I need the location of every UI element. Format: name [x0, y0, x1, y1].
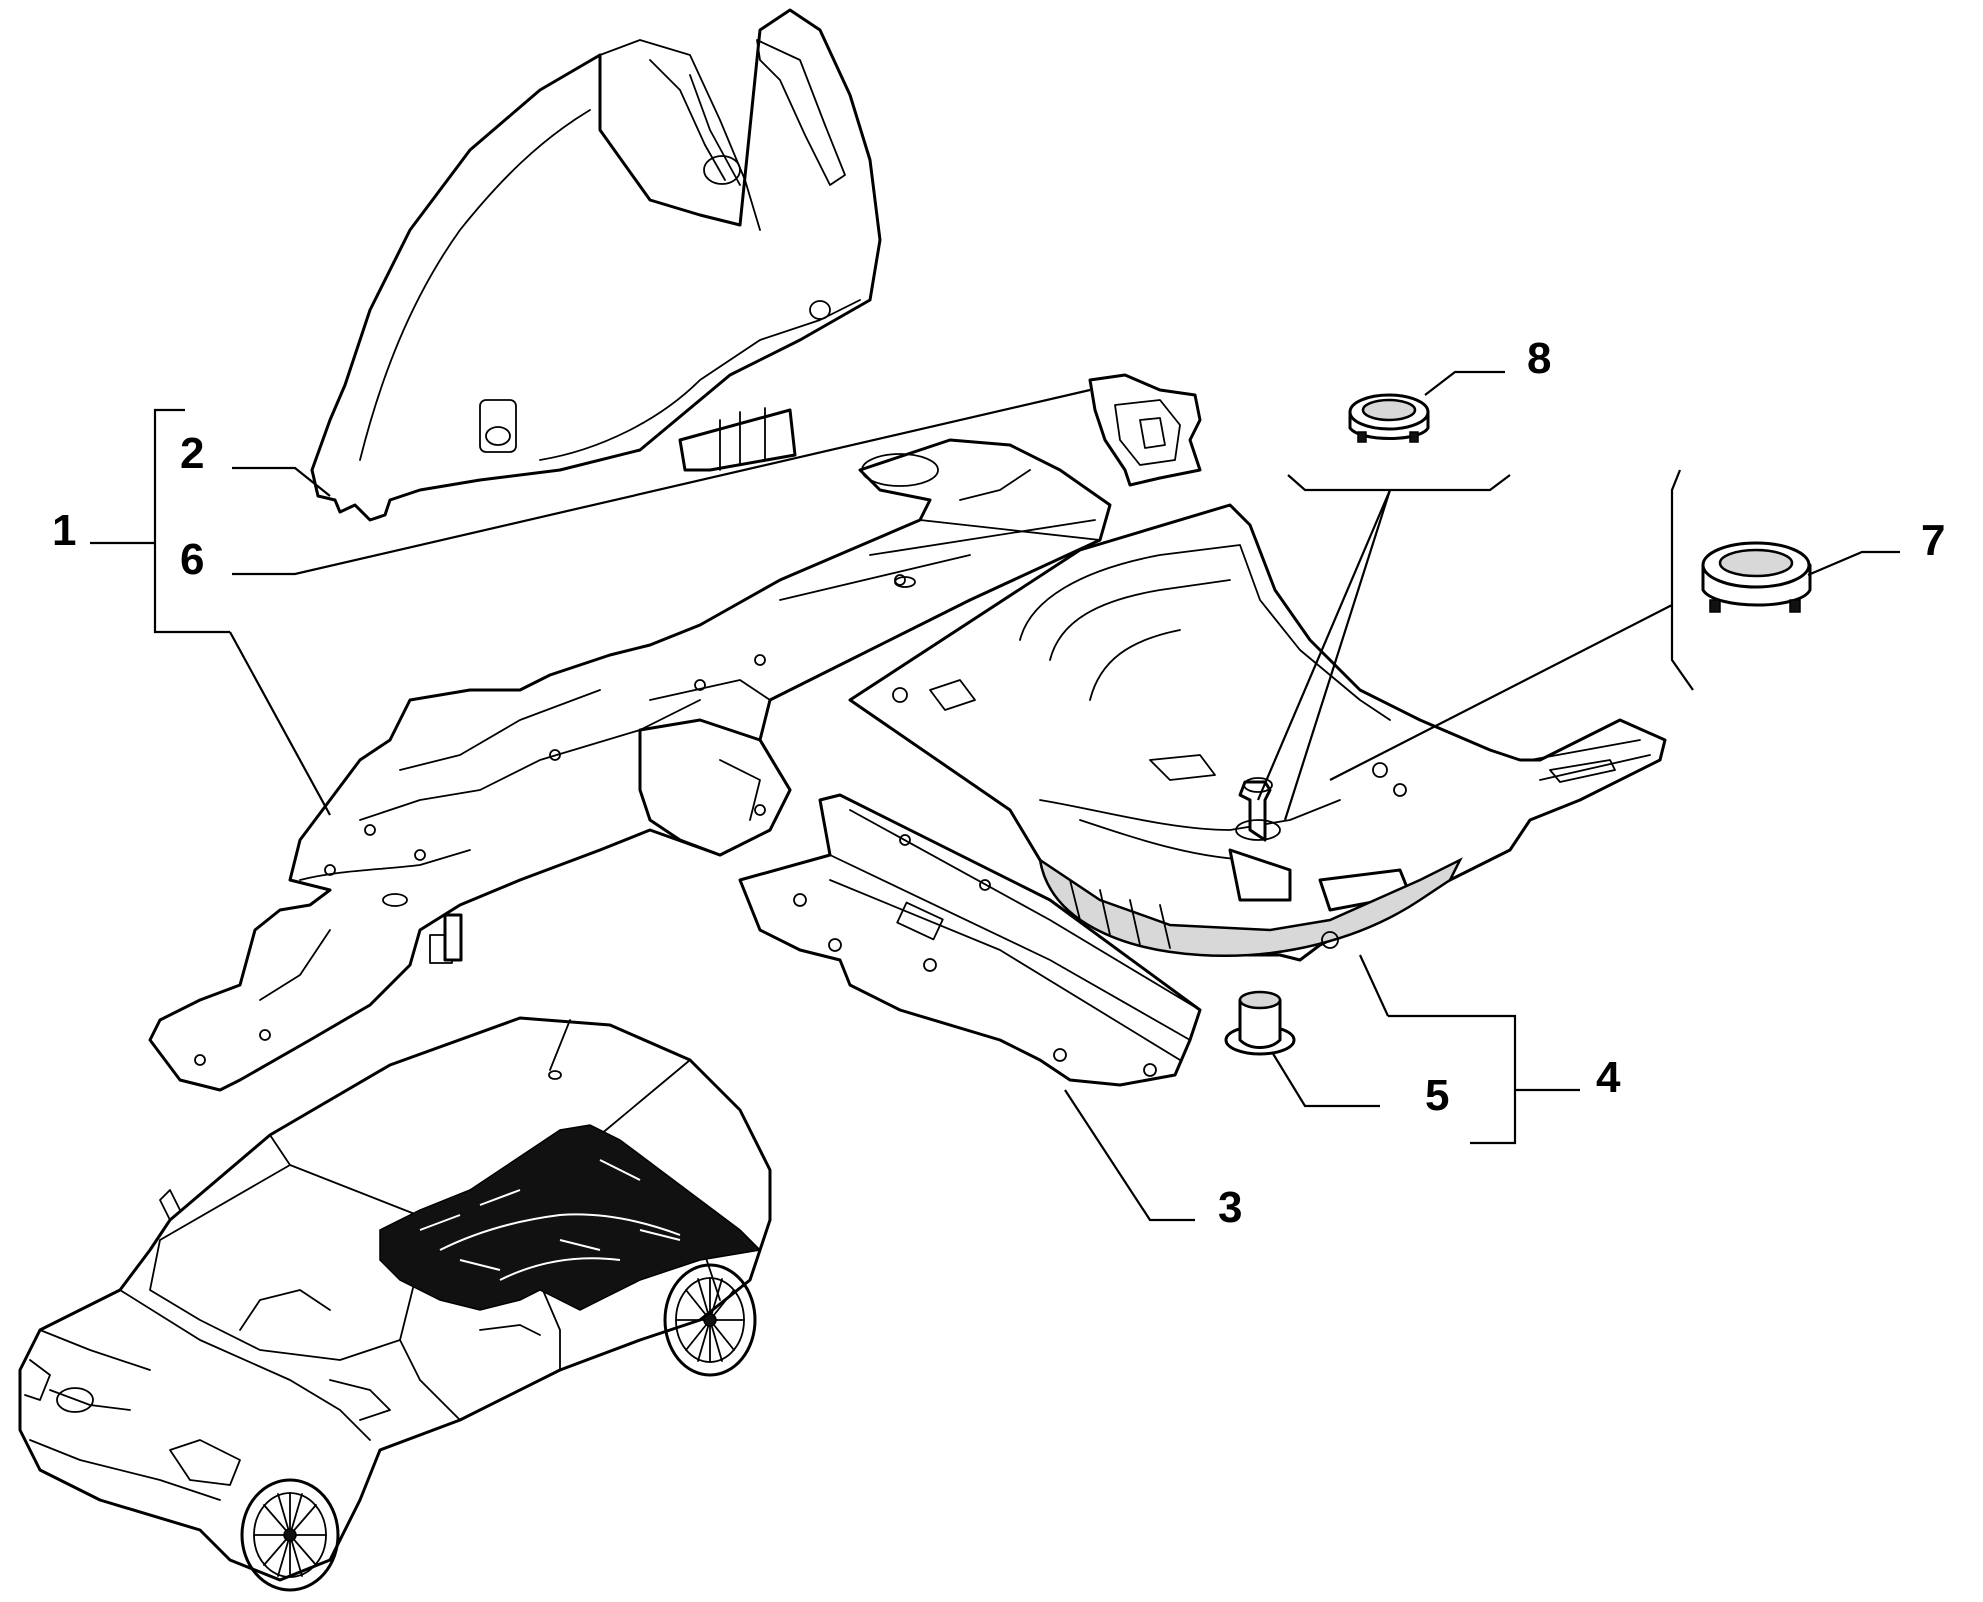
- small-plug-cap: [1348, 393, 1430, 443]
- leader-8-to-part: [1256, 489, 1392, 801]
- callout-8: 8: [1527, 334, 1551, 383]
- leader-1-to-part: [229, 631, 331, 816]
- bracket-1: [153, 408, 230, 634]
- leader-8: [1424, 370, 1505, 396]
- rubber-bump-stop: [1224, 990, 1296, 1056]
- leader-2: [232, 466, 331, 497]
- leader-5: [1271, 1051, 1380, 1108]
- longitudinal-side-member: [148, 438, 1112, 1092]
- callout-7: 7: [1921, 516, 1945, 565]
- leader-7-bracket: [1670, 469, 1694, 691]
- wheel-arch-panel: [310, 8, 882, 522]
- callout-3: 3: [1218, 1183, 1242, 1232]
- bracket-4: [1388, 1014, 1517, 1145]
- leader-7-to-part: [1329, 604, 1673, 781]
- callout-4: 4: [1596, 1053, 1621, 1102]
- leader-8-bracket: [1287, 474, 1511, 492]
- leader-3: [1064, 1089, 1195, 1222]
- callout-6: 6: [180, 535, 204, 584]
- large-plug-cap: [1701, 541, 1812, 613]
- callout-5: 5: [1425, 1071, 1449, 1120]
- cross-member: [738, 793, 1202, 1087]
- car-overview-illustration: [18, 1016, 772, 1592]
- leader-8-to-part-2: [1283, 489, 1392, 821]
- small-bracket: [1088, 373, 1202, 487]
- leader-lines: [90, 370, 1900, 1222]
- callout-2: 2: [180, 429, 204, 478]
- leader-7: [1807, 550, 1900, 577]
- callout-labels: 1 2 3 4 5 6 7 8: [52, 334, 1945, 1232]
- leader-6: [232, 388, 1091, 576]
- leader-4-to-part: [1359, 954, 1389, 1017]
- callout-1: 1: [52, 506, 76, 555]
- rear-floor-spare-wheel-well: [848, 503, 1667, 962]
